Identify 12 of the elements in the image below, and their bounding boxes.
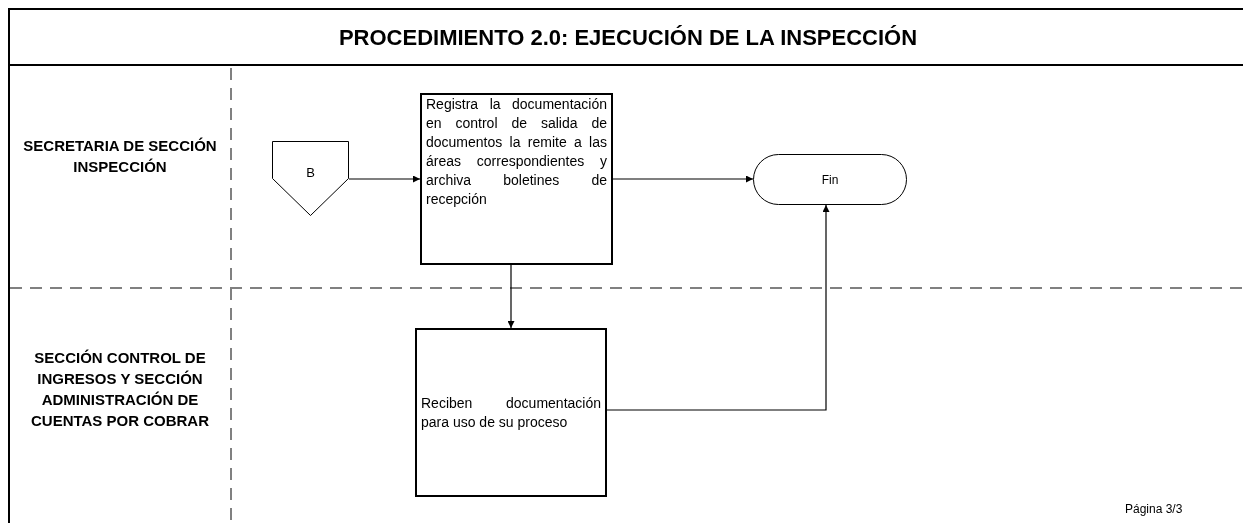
terminator: Fin <box>753 154 907 205</box>
page-number: Página 3/3 <box>1125 501 1183 518</box>
lane-label: SECCIÓN CONTROL DE INGRESOS Y SECCIÓN ADMINISTRACIÓN DE CUENTAS POR COBRAR <box>29 348 211 431</box>
arrow <box>348 175 421 183</box>
connector-label: B <box>305 164 316 182</box>
arrow <box>507 264 515 329</box>
lane-label: SECRETARIA DE SECCIÓN INSPECCIÓN <box>22 136 218 177</box>
process-box: Registra la documentación en control de salida de documentos la remite a las áreas correspondientes y archiva boletines de recepción <box>420 93 613 265</box>
process-box: Reciben documentación para uso de su proceso <box>415 328 607 497</box>
arrow <box>612 175 754 183</box>
arrow <box>606 204 830 411</box>
title: PROCEDIMIENTO 2.0: EJECUCIÓN DE LA INSPECCIÓN <box>338 23 918 52</box>
